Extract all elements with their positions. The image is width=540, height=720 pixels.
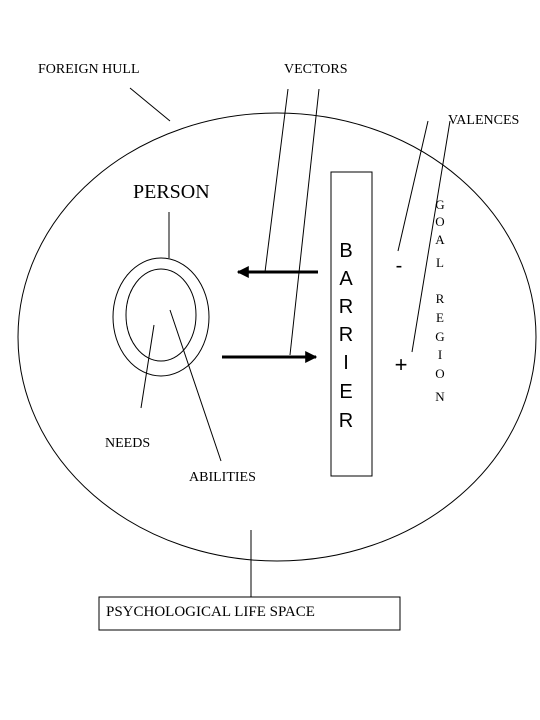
region-letter: N <box>435 389 445 404</box>
barrier-letter: I <box>343 352 349 374</box>
region-letter: G <box>435 329 444 344</box>
vectors-label: VECTORS <box>284 62 348 77</box>
foreign-hull-leader <box>129 87 171 122</box>
valences-label: VALENCES <box>448 113 519 128</box>
needs-label: NEEDS <box>105 436 150 451</box>
region-letter: O <box>435 366 444 381</box>
person-label: PERSON <box>133 181 210 203</box>
abilities-label: ABILITIES <box>189 470 256 485</box>
barrier-letter: R <box>339 324 353 346</box>
region-letter: I <box>438 347 442 362</box>
barrier-box <box>330 171 373 477</box>
valence-leader-positive <box>411 120 451 353</box>
barrier-letter: B <box>339 240 352 262</box>
abilities-leader <box>169 309 222 462</box>
vector-leader-bottom <box>289 88 320 356</box>
valence-leader-negative <box>397 120 429 252</box>
barrier-letter: R <box>339 296 353 318</box>
person-inner-region <box>125 268 197 362</box>
needs-leader <box>140 324 155 409</box>
life-space-boundary <box>17 112 537 562</box>
person-region <box>112 257 210 377</box>
barrier-letter: E <box>339 381 352 403</box>
goal-letter: L <box>436 255 444 270</box>
goal-letter: G <box>435 197 444 212</box>
region-letter: E <box>436 310 444 325</box>
barrier-letter: R <box>339 410 353 432</box>
foreign-hull-label: FOREIGN HULL <box>38 62 140 77</box>
life-space-label: PSYCHOLOGICAL LIFE SPACE <box>106 604 315 620</box>
vector-leader-top <box>264 88 289 273</box>
goal-letter: A <box>435 232 445 247</box>
negative-valence-sign: - <box>396 255 403 277</box>
positive-valence-sign: + <box>395 352 408 377</box>
barrier-letter: A <box>339 268 353 290</box>
goal-region-label: G O A L R E G I O N <box>435 197 445 404</box>
barrier-letters: B A R R I E R <box>339 240 354 432</box>
region-letter: R <box>436 291 445 306</box>
goal-letter: O <box>435 214 444 229</box>
life-space-label-box <box>98 596 401 631</box>
